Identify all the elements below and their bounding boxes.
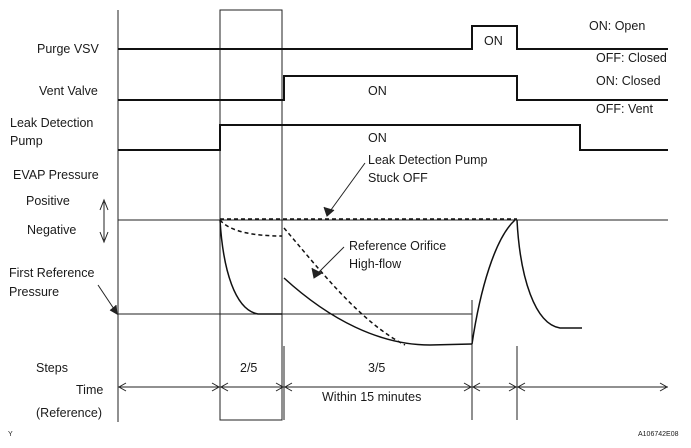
step-2-label: 2/5 <box>240 361 257 375</box>
time-label: Time <box>76 383 103 397</box>
purge-vsv-signal <box>118 25 668 50</box>
stuck-off-callout-arrow <box>323 162 366 217</box>
orifice-dashed-step2 <box>219 219 283 237</box>
orifice-dashed-step3 <box>283 227 406 346</box>
positive-label: Positive <box>26 194 70 208</box>
stuck-off-annotation-line2: Stuck OFF <box>368 171 428 185</box>
reference-label: (Reference) <box>36 406 102 420</box>
step-3-label: 3/5 <box>368 361 385 375</box>
pressure-direction-arrow <box>99 198 109 244</box>
leak-pump-label-line2: Pump <box>10 134 43 148</box>
first-reference-label-line2: Pressure <box>9 285 59 299</box>
vent-on-state: ON: Closed <box>596 74 661 88</box>
step-2-window <box>219 9 283 421</box>
figure-code-label: A106742E08 <box>638 431 679 438</box>
first-reference-arrow <box>97 284 118 315</box>
stuck-off-annotation-line1: Leak Detection Pump <box>368 153 488 167</box>
purge-vsv-label: Purge VSV <box>37 42 100 56</box>
first-reference-label-line1: First Reference <box>9 266 94 280</box>
pressure-curve-recovery <box>471 219 516 345</box>
steps-label: Steps <box>36 361 68 375</box>
pump-on-pulse-label: ON <box>368 131 387 145</box>
orifice-callout-arrow <box>311 246 345 279</box>
vent-valve-signal <box>118 75 668 101</box>
orifice-annotation-line2: High-flow <box>349 257 402 271</box>
purge-on-pulse-label: ON <box>484 34 503 48</box>
pressure-curve-step2 <box>219 219 282 315</box>
vent-valve-label: Vent Valve <box>39 84 98 98</box>
orifice-annotation-line1: Reference Orifice <box>349 239 446 253</box>
corner-y-label: Y <box>8 431 13 438</box>
evap-pressure-label: EVAP Pressure <box>13 168 99 182</box>
vent-on-pulse-label: ON <box>368 84 387 98</box>
pressure-curve-step3 <box>283 277 473 346</box>
leak-pump-signal <box>118 124 668 151</box>
time-arrows <box>117 382 669 392</box>
purge-on-state: ON: Open <box>589 19 645 33</box>
within-15-minutes-label: Within 15 minutes <box>322 390 421 404</box>
vent-off-state: OFF: Vent <box>596 102 653 116</box>
leak-pump-label-line1: Leak Detection <box>10 116 93 130</box>
negative-label: Negative <box>27 223 76 237</box>
pressure-curve-final <box>516 219 582 329</box>
purge-off-state: OFF: Closed <box>596 51 667 65</box>
